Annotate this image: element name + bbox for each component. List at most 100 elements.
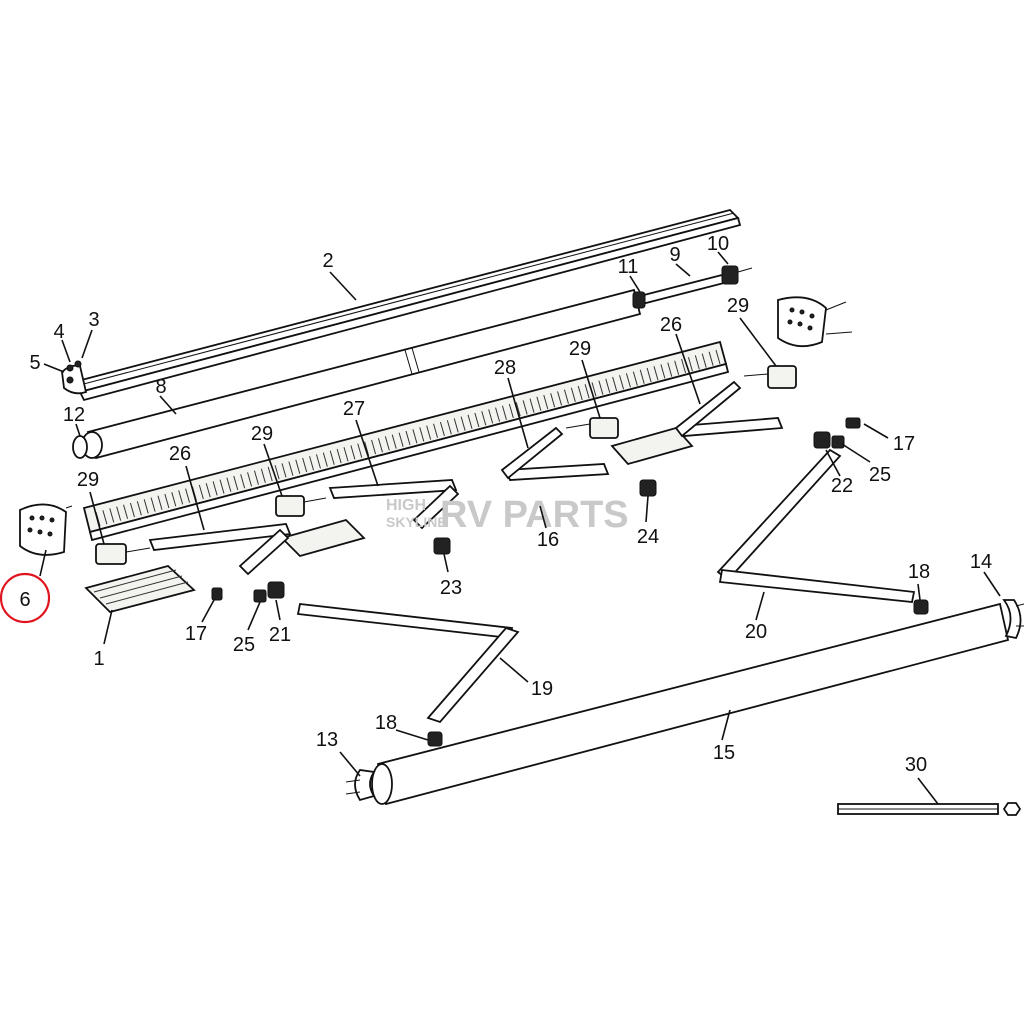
callout-19: 19 (531, 678, 553, 700)
rail-rib (529, 398, 535, 413)
rail-rib (164, 493, 170, 509)
part-15-lead-rail (371, 602, 1010, 806)
callout-30: 30 (905, 754, 927, 776)
callout-27: 27 (343, 398, 365, 420)
watermark: HIGH SKYLINE RV PARTS (386, 494, 629, 536)
rail-rib (315, 454, 321, 469)
rail-rib (136, 501, 142, 516)
rail-rib (233, 475, 239, 491)
rail-rib (632, 371, 638, 386)
part-21-pivot (267, 581, 285, 599)
part-24-pivot (639, 479, 657, 497)
rail-rib (123, 504, 129, 519)
rail-rib (102, 510, 108, 525)
rail-rib (708, 351, 714, 366)
rail-rib (584, 384, 590, 399)
rail-rib (260, 468, 266, 483)
callout-4: 4 (53, 321, 64, 343)
callout-18-right: 18 (908, 561, 930, 583)
callout-26-right: 26 (660, 314, 682, 336)
rail-rib (185, 488, 191, 503)
rail-rib (219, 479, 225, 494)
rail-rib (488, 409, 494, 424)
rail-rib (625, 373, 631, 388)
part-14-end-cap (1002, 599, 1024, 640)
rail-rib (591, 382, 597, 397)
rail-rib (302, 457, 308, 473)
part-25-clip-right (831, 435, 845, 449)
rail-rib (674, 360, 680, 375)
part-27-arm (328, 479, 460, 530)
rail-rib (157, 495, 163, 510)
callout-16: 16 (537, 529, 559, 551)
callout-28: 28 (494, 357, 516, 379)
part-20-lower-arm (716, 448, 916, 603)
rail-rib (557, 391, 563, 406)
part-3-4-5-hardware (66, 360, 82, 384)
part-23-pivot (433, 537, 451, 555)
part-8-roller-tube (81, 288, 642, 460)
part-26-upper-arm-right (674, 380, 784, 438)
part-2-top-cover (61, 208, 742, 402)
callout-11: 11 (618, 256, 639, 278)
callout-14: 14 (970, 551, 992, 573)
part-25-clip-left (253, 589, 267, 603)
callout-21: 21 (269, 624, 291, 646)
rail-rib (701, 353, 707, 368)
rail-rib (405, 430, 411, 446)
rail-rib (288, 461, 294, 476)
rail-rib (178, 490, 184, 505)
part-9-spring-rod (638, 273, 726, 306)
rail-rib (343, 447, 349, 462)
rail-rib (226, 477, 232, 492)
part-6-left-end-plate (19, 503, 73, 556)
callout-29-c: 29 (569, 338, 591, 360)
rail-rib (412, 429, 418, 444)
callout-1: 1 (93, 648, 104, 670)
rail-rib (109, 508, 115, 523)
rail-rib (522, 400, 528, 415)
rail-rib (460, 416, 466, 431)
callout-18-left: 18 (375, 712, 397, 734)
rail-rib (322, 452, 328, 467)
rail-rib (377, 438, 383, 453)
rail-rib (501, 405, 507, 420)
rail-rib (515, 402, 521, 417)
rail-rib (274, 465, 280, 480)
highlight-circle (0, 572, 51, 624)
rail-rib (129, 502, 135, 518)
part-30-crank-rod (837, 802, 1022, 816)
callout-24: 24 (637, 526, 659, 548)
rail-rib (467, 414, 473, 429)
callout-25-left: 25 (233, 634, 255, 656)
part-11-bushing (632, 291, 646, 309)
rail-rib (667, 362, 673, 377)
part-26-upper-arm-left (148, 523, 292, 576)
rail-rib (205, 483, 211, 498)
rail-rib (495, 407, 501, 422)
callout-20: 20 (745, 621, 767, 643)
rail-rib (536, 396, 542, 411)
watermark-brand: RV PARTS (440, 494, 629, 536)
rail-rib (267, 466, 273, 482)
rail-rib (694, 355, 700, 370)
rail-rib (508, 403, 514, 419)
rail-rib (550, 393, 556, 408)
rail-rib (391, 434, 397, 449)
part-1-mounting-pad (84, 565, 196, 614)
rail-rib (543, 394, 549, 410)
rail-rib (619, 375, 625, 390)
callout-13: 13 (316, 729, 338, 751)
rail-rib (143, 499, 149, 514)
rail-rib (570, 387, 576, 402)
rail-rib (116, 506, 122, 521)
rail-rib (598, 380, 604, 395)
callout-3: 3 (88, 309, 99, 331)
rail-rib (357, 443, 363, 458)
rail-rib (446, 420, 452, 435)
callout-8: 8 (155, 376, 166, 398)
rail-rib (639, 369, 645, 384)
rail-mounting-pads (280, 426, 694, 558)
rail-rib (715, 349, 721, 365)
callout-6: 6 (19, 589, 30, 611)
